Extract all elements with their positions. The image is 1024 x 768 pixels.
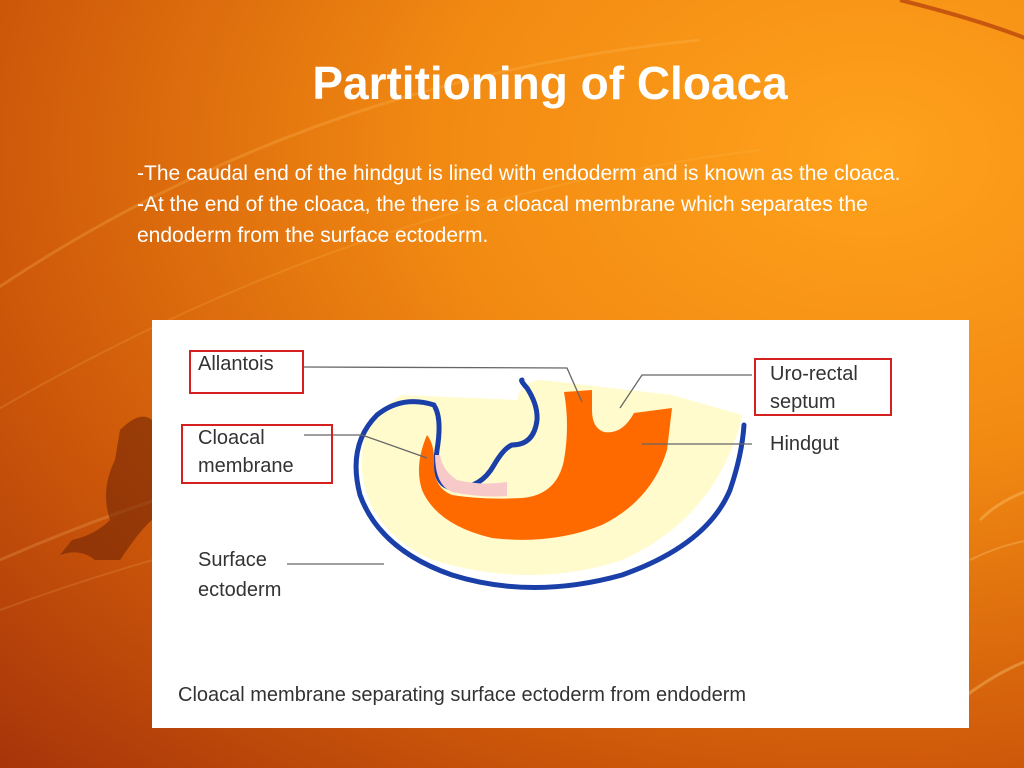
cloacal-membrane-leader bbox=[304, 434, 428, 459]
urorectal-septum-label-box bbox=[754, 358, 892, 416]
slide-title: Partitioning of Cloaca bbox=[312, 57, 788, 109]
allantois-label-box bbox=[189, 350, 304, 394]
body-text: -The caudal end of the hindgut is lined … bbox=[137, 158, 957, 251]
figure-caption: Cloacal membrane separating surface ecto… bbox=[178, 684, 747, 706]
cloacal-membrane bbox=[435, 455, 507, 497]
urorectal-septum-leader bbox=[619, 374, 752, 409]
body-paragraph: -At the end of the cloaca, the there is … bbox=[137, 193, 868, 247]
urorectal-septum-label-line2: septum bbox=[770, 391, 836, 413]
allantois-leader bbox=[303, 366, 583, 403]
body-paragraph: -The caudal end of the hindgut is lined … bbox=[137, 162, 901, 185]
surface-ectoderm-outline bbox=[353, 399, 747, 590]
cloaca-diagram bbox=[287, 366, 752, 590]
cloacal-membrane-label-line1: Cloacal bbox=[198, 427, 265, 449]
leader-lines bbox=[287, 366, 752, 565]
hindgut-label: Hindgut bbox=[770, 433, 839, 455]
surface-ectoderm-label-line1: Surface bbox=[198, 549, 267, 571]
urorectal-septum-label-line1: Uro-rectal bbox=[770, 363, 858, 385]
runner-silhouette bbox=[60, 416, 152, 560]
cloacal-membrane-label-line2: membrane bbox=[198, 455, 294, 477]
cloacal-membrane-label-box bbox=[181, 424, 333, 484]
surface-ectoderm-label-line2: ectoderm bbox=[198, 579, 282, 601]
allantois-label: Allantois bbox=[198, 353, 274, 375]
cloaca-figure: Allantois Cloacal membrane Surface ectod… bbox=[152, 320, 969, 728]
endoderm-hindgut bbox=[418, 390, 672, 540]
